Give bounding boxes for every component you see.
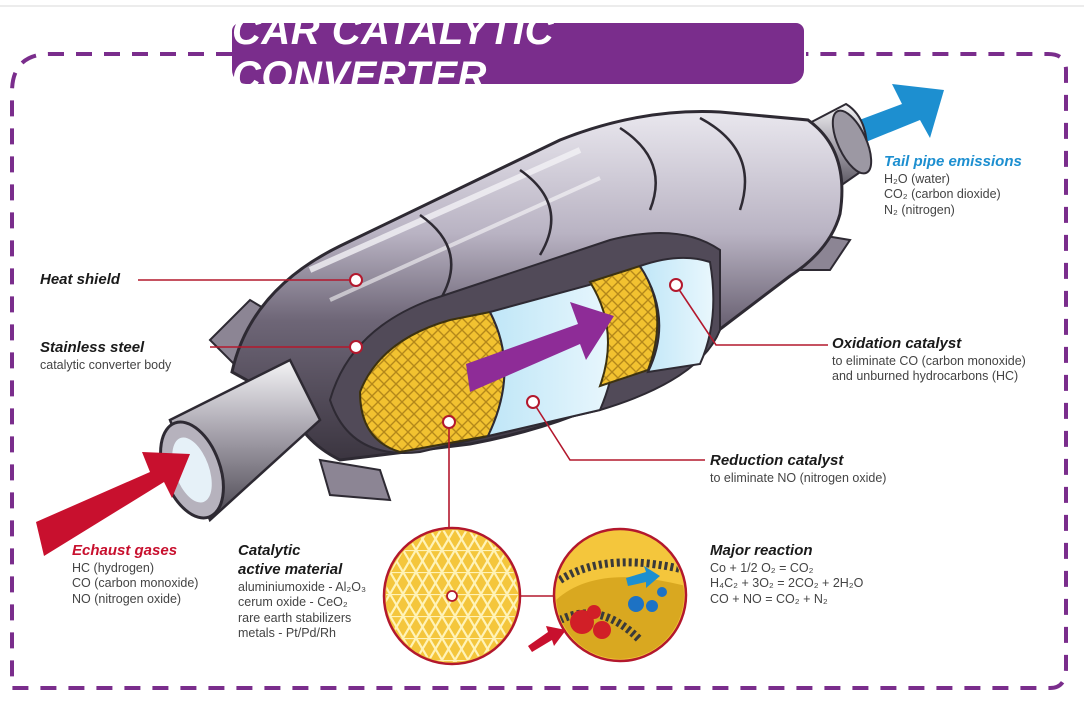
- exhaust-line-hc: HC (hydrogen): [72, 560, 154, 575]
- molecule-reaction-icon: [528, 527, 688, 663]
- reduction-catalyst-label: Reduction catalyst to eliminate NO (nitr…: [710, 452, 886, 486]
- oxidation-catalyst-line-1: to eliminate CO (carbon monoxide): [832, 353, 1026, 368]
- honeycomb-magnified-icon: [382, 526, 522, 666]
- reduction-catalyst-title: Reduction catalyst: [710, 452, 844, 469]
- stainless-steel-label: Stainless steel catalytic converter body: [40, 339, 171, 373]
- reaction-line-3: CO + NO = CO₂ + N₂: [710, 592, 828, 606]
- oxidation-catalyst-label: Oxidation catalyst to eliminate CO (carb…: [832, 335, 1026, 385]
- tail-pipe-label: Tail pipe emissions H₂O (water) CO₂ (car…: [884, 153, 1022, 219]
- catalytic-material-line-1: aluminiumoxide - Al₂O₃: [238, 579, 367, 594]
- exhaust-gases-title: Echaust gases: [72, 542, 178, 559]
- stainless-steel-desc: catalytic converter body: [40, 357, 172, 372]
- callout-dots: [349, 273, 683, 429]
- catalytic-material-label: Catalytic active material aluminiumoxide…: [238, 542, 366, 642]
- major-reaction-label: Major reaction Co + 1/2 O₂ = CO₂ H₄C₂ + …: [710, 542, 863, 608]
- reaction-line-1: Co + 1/2 O₂ = CO₂: [710, 560, 814, 575]
- heat-shield-label: Heat shield: [40, 271, 120, 290]
- flow-direction-arrow: [466, 302, 614, 392]
- exhaust-inlet-arrow: [36, 452, 190, 556]
- catalytic-material-title-1: Catalytic: [238, 542, 301, 559]
- oxidation-catalyst-title: Oxidation catalyst: [832, 335, 962, 352]
- oxidation-catalyst-line-2: and unburned hydrocarbons (HC): [832, 369, 1019, 384]
- exhaust-line-no: NO (nitrogen oxide): [72, 592, 182, 606]
- page-title: CAR CATALYTIC CONVERTER: [232, 8, 555, 98]
- catalytic-material-title-2: active material: [238, 560, 343, 578]
- reduction-catalyst-desc: to eliminate NO (nitrogen oxide): [710, 470, 887, 485]
- converter-body-illustration: [159, 102, 873, 523]
- reaction-line-2: H₄C₂ + 3O₂ = 2CO₂ + 2H₂O: [710, 576, 864, 591]
- catalytic-material-line-3: rare earth stabilizers: [238, 610, 352, 625]
- tail-pipe-line-co2: CO₂ (carbon dioxide): [884, 187, 1001, 202]
- catalytic-material-line-4: metals - Pt/Pd/Rh: [238, 626, 336, 641]
- title-banner: CAR CATALYTIC CONVERTER: [232, 9, 804, 98]
- catalytic-material-line-2: cerum oxide - CeO₂: [238, 595, 348, 610]
- stainless-steel-title: Stainless steel: [40, 339, 145, 356]
- tail-pipe-line-n2: N₂ (nitrogen): [884, 203, 955, 217]
- tail-pipe-title: Tail pipe emissions: [884, 153, 1022, 170]
- leader-lines: [138, 279, 828, 597]
- tail-pipe-line-h2o: H₂O (water): [884, 171, 950, 186]
- heat-shield-title: Heat shield: [40, 271, 121, 288]
- exhaust-gases-label: Echaust gases HC (hydrogen) CO (carbon m…: [72, 542, 198, 608]
- major-reaction-title: Major reaction: [710, 542, 813, 559]
- exhaust-line-co: CO (carbon monoxide): [72, 576, 199, 591]
- dashed-frame: [10, 52, 1068, 690]
